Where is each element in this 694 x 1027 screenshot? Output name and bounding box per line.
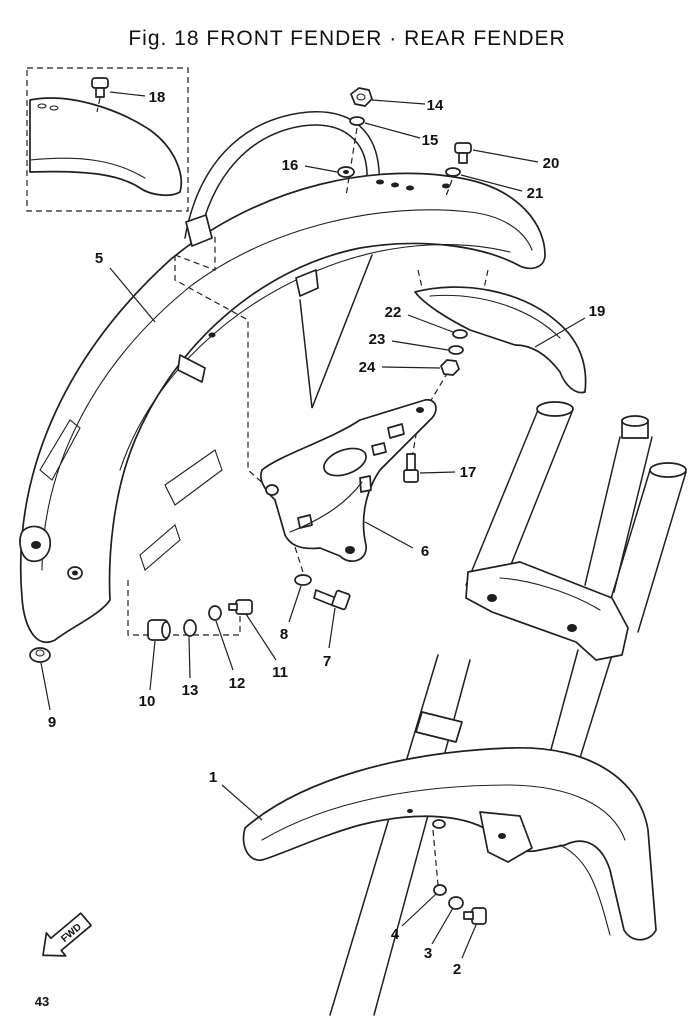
inset-detail — [26, 67, 189, 212]
part-8-washer — [294, 574, 312, 586]
page-number: 43 — [35, 994, 49, 1009]
callout-4: 4 — [391, 926, 400, 943]
part-12-washer — [208, 605, 222, 621]
part-15-washer — [349, 116, 365, 126]
rear-fender-body — [19, 172, 546, 643]
part-7-bolt — [313, 589, 351, 611]
callout-23: 23 — [369, 331, 386, 348]
part-6-fender-bracket — [260, 399, 437, 562]
part-9-bolt — [29, 647, 51, 663]
callout-13: 13 — [182, 682, 199, 699]
part-14-nut — [350, 87, 373, 107]
fork-cap-left — [536, 401, 574, 417]
part-17-bolt — [403, 453, 419, 483]
callout-7: 7 — [323, 653, 331, 670]
part-22-washer — [452, 329, 468, 339]
callout-18: 18 — [149, 89, 166, 106]
part-18-bolt — [91, 77, 109, 98]
callout-15: 15 — [422, 132, 439, 149]
callout-5: 5 — [95, 250, 103, 267]
callout-22: 22 — [385, 304, 402, 321]
fork-seal — [415, 711, 463, 743]
part-11-bolt — [228, 599, 253, 615]
rear-fender-rib — [41, 209, 533, 571]
callout-24: 24 — [359, 359, 376, 376]
fork-cap-right — [649, 462, 687, 478]
callout-3: 3 — [424, 945, 432, 962]
callout-17: 17 — [460, 464, 477, 481]
callout-16: 16 — [282, 157, 299, 174]
part-24-nut — [440, 359, 460, 376]
fender-bracket — [177, 354, 206, 383]
leader-lines — [40, 91, 586, 959]
part-23-washer — [448, 345, 464, 355]
callout-14: 14 — [427, 97, 444, 114]
fender-stay — [479, 811, 533, 863]
part-16-grommet — [337, 166, 355, 178]
part-4-washer — [433, 884, 447, 896]
forward-arrow-icon: FWD — [42, 912, 92, 957]
front-fork-assembly — [329, 401, 687, 1016]
part-2-bolt — [463, 907, 487, 925]
part-13-washer — [183, 619, 197, 637]
inset-fender-tip — [29, 97, 182, 197]
callout-2: 2 — [453, 961, 461, 978]
callout-numbers: 18 14 15 16 20 21 5 19 22 23 24 17 6 8 7… — [48, 89, 606, 978]
callout-12: 12 — [229, 675, 246, 692]
part-10-grommet — [147, 619, 171, 641]
callout-21: 21 — [527, 185, 544, 202]
callout-6: 6 — [421, 543, 429, 560]
callout-8: 8 — [280, 626, 288, 643]
fender-side-panel — [39, 419, 81, 481]
inset-frame — [26, 67, 189, 212]
part-21-washer — [445, 167, 461, 177]
rear-fender — [19, 111, 546, 643]
callout-20: 20 — [543, 155, 560, 172]
callout-19: 19 — [589, 303, 606, 320]
part-20-screw — [454, 142, 472, 164]
part-1-front-fender — [242, 747, 657, 941]
fender-label-panel — [164, 449, 223, 506]
part-3-washer — [448, 896, 464, 910]
callout-11: 11 — [272, 664, 288, 681]
callout-9: 9 — [48, 714, 56, 731]
inset-fender-rib — [29, 157, 146, 179]
lower-triple-clamp — [465, 561, 629, 661]
callout-10: 10 — [139, 693, 156, 710]
part-19-mud-flap — [414, 286, 587, 394]
figure-title: Fig. 18 FRONT FENDER · REAR FENDER — [128, 27, 565, 50]
callout-1: 1 — [209, 769, 217, 786]
